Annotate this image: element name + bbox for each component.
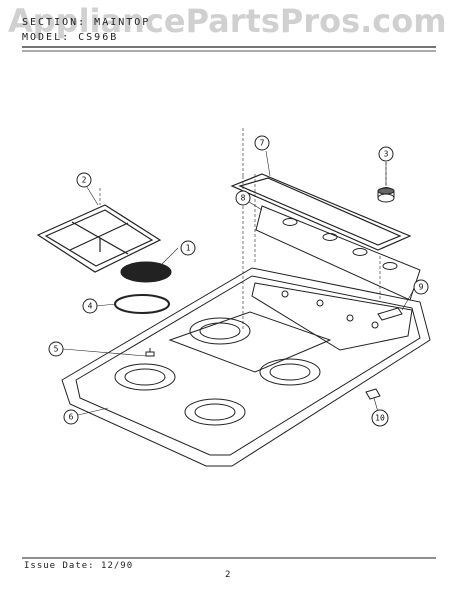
page-number: 2 xyxy=(225,570,231,580)
control-panel-frame xyxy=(230,173,412,251)
control-panel-overlay xyxy=(255,205,421,301)
callout-10-label: 10 xyxy=(375,414,385,423)
callout-3-label: 3 xyxy=(384,150,389,159)
callout-3: 3 xyxy=(378,146,394,162)
small-bracket xyxy=(377,307,403,321)
callout-2-label: 2 xyxy=(82,176,87,185)
igniter xyxy=(145,348,155,357)
callout-7-label: 7 xyxy=(260,139,265,148)
section-title: SECTION: MAINTOP xyxy=(22,17,151,28)
callout-1-label: 1 xyxy=(186,244,191,253)
callout-9: 9 xyxy=(413,279,429,295)
callout-4: 4 xyxy=(82,298,98,314)
callout-5: 5 xyxy=(48,341,64,357)
callout-6: 6 xyxy=(63,409,79,425)
callout-6-label: 6 xyxy=(69,413,74,422)
burner-grate xyxy=(36,204,162,273)
trim-ring xyxy=(114,294,170,314)
callout-10: 10 xyxy=(371,409,389,427)
callout-2: 2 xyxy=(76,172,92,188)
callout-8-label: 8 xyxy=(241,194,246,203)
issue-date: Issue Date: 12/90 xyxy=(24,561,134,571)
callout-5-label: 5 xyxy=(54,345,59,354)
callout-9-label: 9 xyxy=(419,283,424,292)
small-clip xyxy=(365,388,381,400)
maintop-panel xyxy=(61,267,431,467)
burner-cap xyxy=(120,261,172,283)
callout-1: 1 xyxy=(180,240,196,256)
callout-7: 7 xyxy=(254,135,270,151)
model-number: MODEL: CS96B xyxy=(22,32,119,43)
callout-4-label: 4 xyxy=(88,302,93,311)
callout-leaders xyxy=(62,150,415,416)
callout-8: 8 xyxy=(235,190,251,206)
control-knob xyxy=(377,187,395,203)
watermark: AppliancePartsPros.com xyxy=(8,2,447,40)
